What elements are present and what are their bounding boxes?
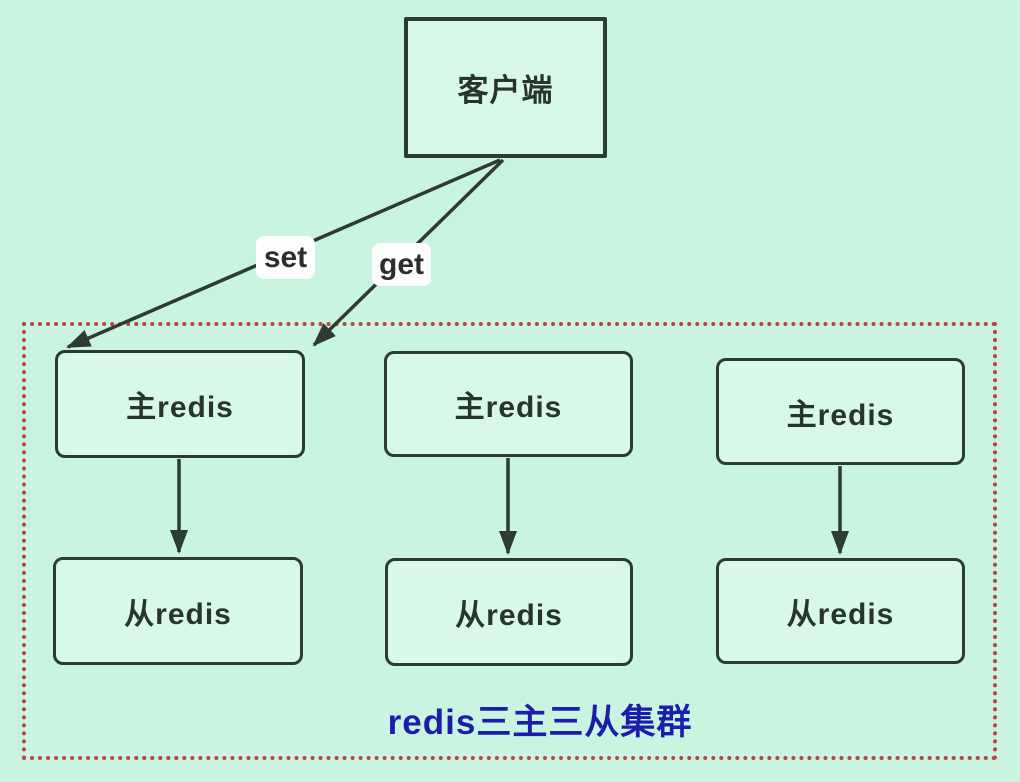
node-slave-redis-3: 从redis xyxy=(716,558,965,664)
node-slave-redis-1: 从redis xyxy=(53,557,303,665)
slave-redis-3-label: 从redis xyxy=(786,598,895,631)
master-redis-3-label: 主redis xyxy=(786,398,895,432)
cluster-caption: redis三主三从集群 xyxy=(387,703,693,742)
master-redis-2-label: 主redis xyxy=(454,391,563,424)
master-redis-1-label: 主redis xyxy=(126,391,234,424)
edge-label-set: set xyxy=(256,236,315,279)
client-label: 客户端 xyxy=(457,73,554,108)
slave-redis-2-label: 从redis xyxy=(455,599,563,632)
slave-redis-1-label: 从redis xyxy=(124,598,232,631)
node-master-redis-1: 主redis xyxy=(55,350,305,458)
cluster-boundary xyxy=(22,322,997,760)
node-client: 客户端 xyxy=(404,17,607,158)
node-master-redis-3: 主redis xyxy=(716,358,965,465)
node-slave-redis-2: 从redis xyxy=(385,558,633,666)
edge-label-get: get xyxy=(372,243,431,286)
node-master-redis-2: 主redis xyxy=(384,351,633,457)
